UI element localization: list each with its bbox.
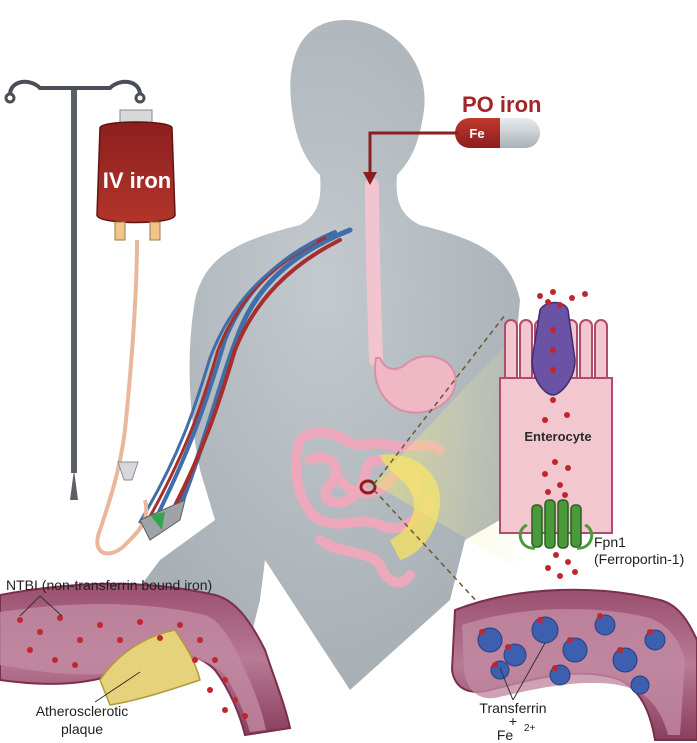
enterocyte-cell: Enterocyte (499, 301, 613, 550)
transferrin-plus: + (509, 713, 517, 729)
athero-label-line2: plaque (61, 721, 103, 737)
esophagus (365, 178, 383, 367)
ntbi-label: NTBI (non-transferrin bound iron) (6, 577, 212, 593)
po-iron-label: PO iron (462, 92, 541, 117)
left-vessel (0, 582, 292, 737)
fe-pill-label: Fe (469, 126, 484, 141)
stomach (374, 355, 457, 414)
transferrin-pointer-b (512, 642, 546, 701)
transferrin-pointer-a (499, 667, 514, 701)
zoom-target-ring (359, 479, 377, 495)
zoom-cone (374, 330, 520, 570)
transferrin-fe: Fe (497, 727, 514, 743)
iv-cannula (117, 461, 186, 541)
transferrin-fe-charge: 2+ (524, 723, 536, 734)
ferroportin-label: (Ferroportin-1) (594, 551, 684, 567)
athero-label-line1: Atherosclerotic (36, 703, 129, 719)
transferrin-molecules (477, 614, 666, 695)
plaque-pointer (94, 671, 141, 703)
atherosclerotic-plaque (99, 629, 201, 706)
iv-iron-label: IV iron (103, 168, 171, 193)
ntbi-iron-ions (17, 615, 248, 719)
ferroportin-transporter (518, 499, 594, 550)
iron-ions-enterocyte (537, 289, 588, 579)
fe-pill-capsule: Fe (455, 118, 540, 148)
ntbi-pointer-a (19, 595, 41, 617)
enterocyte-label: Enterocyte (524, 429, 591, 444)
transferrin-label: Transferrin (479, 700, 546, 716)
po-iron-arrow (368, 131, 458, 175)
fpn1-label: Fpn1 (594, 534, 626, 550)
arm-veins (138, 227, 353, 527)
iv-tube (95, 239, 149, 556)
zoom-line-bottom (373, 489, 481, 606)
right-vessel (450, 588, 697, 741)
transferrin-iron-ions (479, 613, 653, 671)
ntbi-pointer-b (39, 595, 63, 617)
iv-bag: IV iron (96, 109, 176, 241)
iv-pole (4, 79, 146, 500)
